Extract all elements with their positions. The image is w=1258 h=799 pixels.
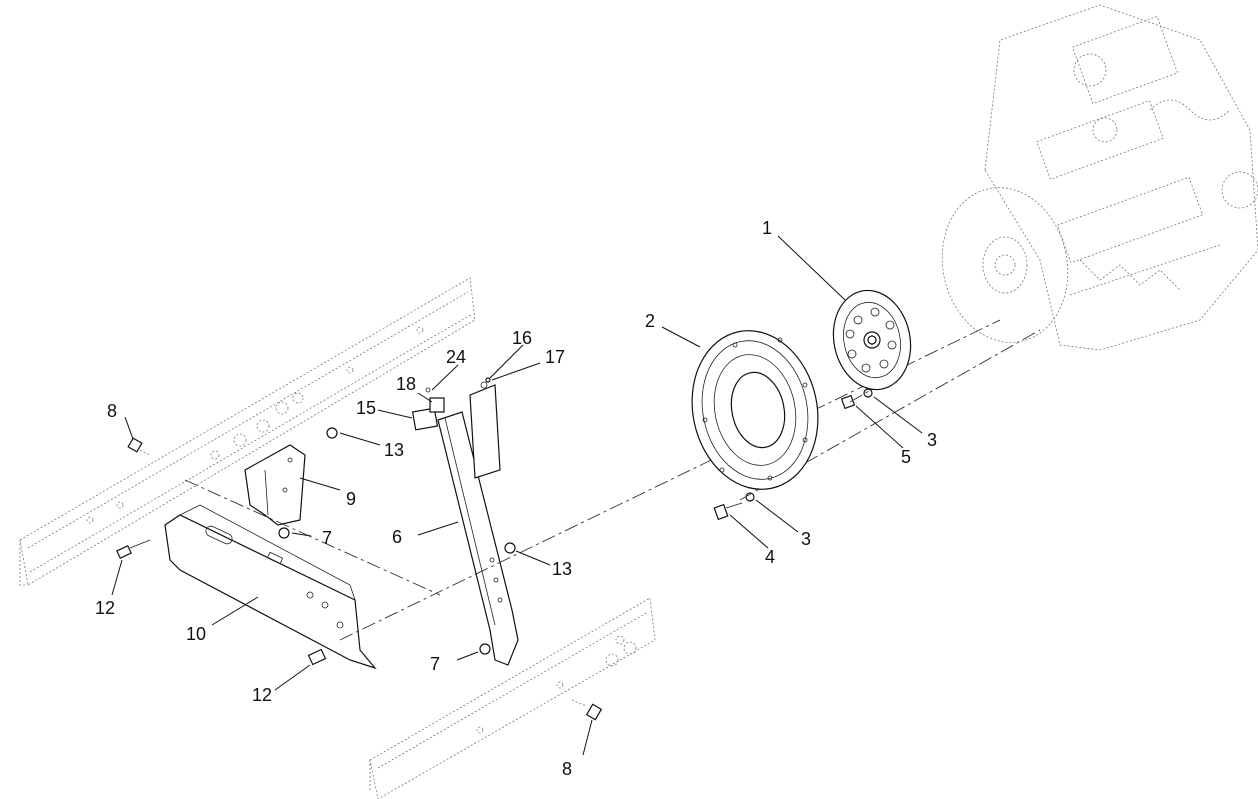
callout-5: 5 [901, 447, 911, 467]
callout-1: 1 [762, 218, 772, 238]
callout-3: 3 [801, 529, 811, 549]
mount-plate-10 [164, 504, 377, 670]
callout-3: 3 [927, 430, 937, 450]
callout-6: 6 [392, 527, 402, 547]
callout-13: 13 [384, 440, 404, 460]
callout-24: 24 [446, 347, 466, 367]
frame-rail-left [19, 277, 476, 586]
engine [941, 4, 1258, 351]
callout-8: 8 [562, 759, 572, 779]
callout-12: 12 [95, 598, 115, 618]
adapter-plate-2 [691, 330, 819, 490]
callout-9: 9 [346, 489, 356, 509]
callout-18: 18 [396, 374, 416, 394]
callout-2: 2 [645, 311, 655, 331]
callout-16: 16 [512, 328, 532, 348]
leader-lines [111, 235, 923, 756]
callout-7: 7 [430, 654, 440, 674]
callout-labels: 1 2 3 3 4 5 6 7 7 8 8 9 10 12 12 13 13 1… [95, 218, 937, 779]
fasteners [116, 388, 873, 721]
callout-12: 12 [252, 685, 272, 705]
bracket-9 [244, 444, 306, 526]
callout-10: 10 [186, 624, 206, 644]
callout-7: 7 [322, 528, 332, 548]
callout-8: 8 [107, 401, 117, 421]
callout-13: 13 [552, 559, 572, 579]
brace-6 [437, 384, 519, 666]
callout-4: 4 [765, 547, 775, 567]
small-hardware [425, 377, 491, 393]
callout-17: 17 [545, 347, 565, 367]
relay-15 [411, 397, 445, 431]
frame-rail-right [369, 597, 656, 799]
callout-15: 15 [356, 398, 376, 418]
drive-disc-1 [832, 289, 912, 391]
